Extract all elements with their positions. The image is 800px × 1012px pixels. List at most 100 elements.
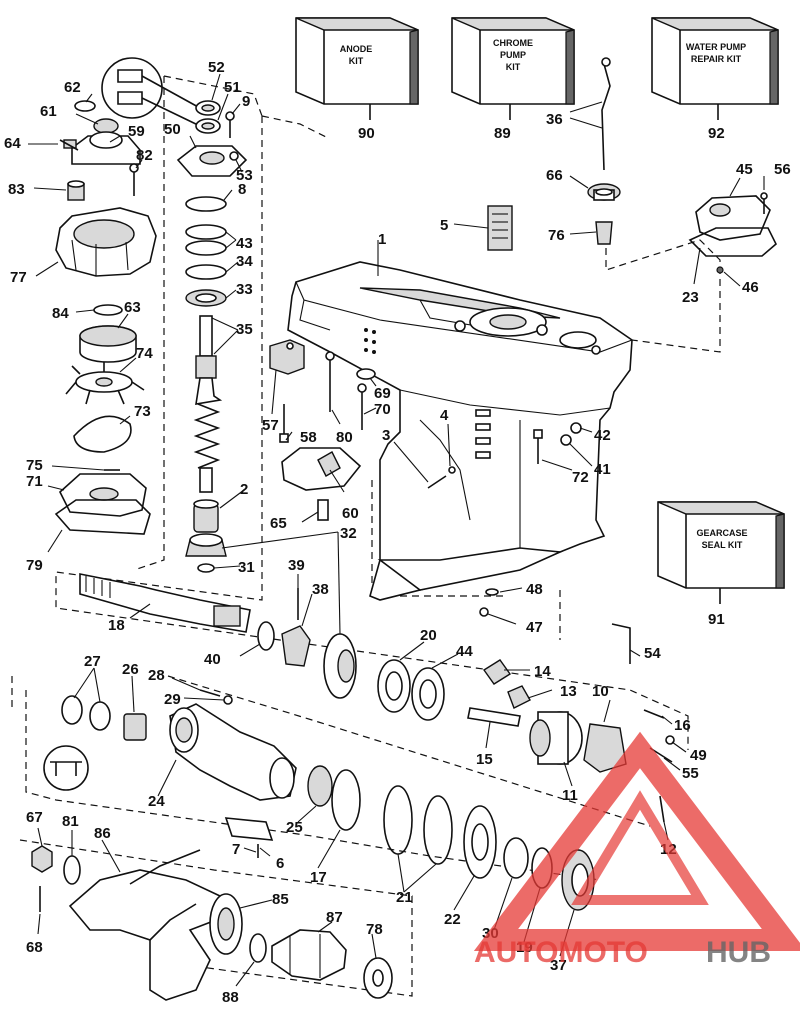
part-label-91: 91 — [708, 611, 725, 628]
part-label-8: 8 — [238, 181, 246, 198]
kit-anode-line2: KIT — [349, 56, 364, 66]
part-label-20: 20 — [420, 627, 437, 644]
part-label-59: 59 — [128, 123, 145, 140]
part-label-27: 27 — [84, 653, 101, 670]
watermark-text-hub: HUB — [706, 936, 771, 969]
kit-box-anode: ANODE KIT — [295, 17, 419, 105]
part-label-44: 44 — [456, 643, 473, 660]
center-parts — [269, 205, 582, 617]
part-label-66: 66 — [546, 167, 563, 184]
kit-chrome-line1: CHROME — [493, 38, 533, 48]
part-label-58: 58 — [300, 429, 317, 446]
part-label-15: 15 — [476, 751, 493, 768]
part-label-74: 74 — [136, 345, 153, 362]
part-label-78: 78 — [366, 921, 383, 938]
part-label-75: 75 — [26, 457, 43, 474]
part-label-26: 26 — [122, 661, 139, 678]
part-label-42: 42 — [594, 427, 611, 444]
part-label-51: 51 — [224, 79, 241, 96]
part-label-56: 56 — [774, 161, 791, 178]
part-label-32: 32 — [340, 525, 357, 542]
part-label-39: 39 — [288, 557, 305, 574]
part-label-31: 31 — [238, 559, 255, 576]
kit-box-chrome-pump: CHROME PUMP KIT — [451, 17, 575, 105]
part-label-67: 67 — [26, 809, 43, 826]
part-label-77: 77 — [10, 269, 27, 286]
part-label-9: 9 — [242, 93, 250, 110]
part-label-70: 70 — [374, 401, 391, 418]
part-label-11: 11 — [562, 787, 578, 804]
leader-lines — [28, 73, 765, 987]
part-label-23: 23 — [682, 289, 699, 306]
part-label-53: 53 — [236, 167, 253, 184]
assembly-outlines — [11, 75, 721, 997]
part-label-17: 17 — [310, 869, 327, 886]
part-label-46: 46 — [742, 279, 759, 296]
kit-box-gearcase-seal: GEARCASE SEAL KIT — [657, 501, 785, 589]
gearcase-housing — [287, 261, 633, 601]
part-label-62: 62 — [64, 79, 81, 96]
part-label-2: 2 — [240, 481, 248, 498]
watermark-text-automoto: AUTOMOTO — [474, 936, 648, 969]
kit-chrome-line2: PUMP — [500, 50, 526, 60]
part-label-33: 33 — [236, 281, 253, 298]
part-label-50: 50 — [164, 121, 181, 138]
part-label-3: 3 — [382, 427, 390, 444]
part-label-65: 65 — [270, 515, 287, 532]
part-label-49: 49 — [690, 747, 707, 764]
part-label-13: 13 — [560, 683, 577, 700]
part-label-43: 43 — [236, 235, 253, 252]
part-label-60: 60 — [342, 505, 359, 522]
automotohub-watermark: AUTOMOTO HUB — [473, 731, 800, 969]
part-label-10: 10 — [592, 683, 609, 700]
part-label-92: 92 — [708, 125, 725, 142]
part-label-79: 79 — [26, 557, 43, 574]
part-label-47: 47 — [526, 619, 543, 636]
part-label-55: 55 — [682, 765, 699, 782]
part-label-88: 88 — [222, 989, 239, 1006]
part-label-37: 37 — [550, 957, 567, 974]
part-label-84: 84 — [52, 305, 69, 322]
part-label-45: 45 — [736, 161, 753, 178]
part-label-54: 54 — [644, 645, 661, 662]
part-label-22: 22 — [444, 911, 461, 928]
part-label-14: 14 — [534, 663, 551, 680]
part-label-64: 64 — [4, 135, 21, 152]
kit-gearcase-line1: GEARCASE — [696, 528, 747, 538]
part-label-6: 6 — [276, 855, 284, 872]
part-label-76: 76 — [548, 227, 565, 244]
part-label-41: 41 — [594, 461, 611, 478]
part-label-87: 87 — [326, 909, 343, 926]
part-label-35: 35 — [236, 321, 253, 338]
part-label-86: 86 — [94, 825, 111, 842]
part-label-48: 48 — [526, 581, 543, 598]
part-label-85: 85 — [272, 891, 289, 908]
part-label-72: 72 — [572, 469, 589, 486]
part-label-16: 16 — [674, 717, 691, 734]
kit-box-water-pump-repair: WATER PUMP REPAIR KIT — [651, 17, 779, 105]
kit-chrome-line3: KIT — [506, 62, 521, 72]
part-label-71: 71 — [26, 473, 43, 490]
top-right-parts — [587, 57, 777, 274]
part-label-21: 21 — [396, 889, 413, 906]
part-label-24: 24 — [148, 793, 165, 810]
part-label-69: 69 — [374, 385, 391, 402]
part-label-83: 83 — [8, 181, 25, 198]
part-label-40: 40 — [204, 651, 221, 668]
part-label-5: 5 — [440, 217, 448, 234]
part-label-1: 1 — [378, 231, 386, 248]
kit-gearcase-line2: SEAL KIT — [702, 540, 743, 550]
part-label-28: 28 — [148, 667, 165, 684]
part-label-36: 36 — [546, 111, 563, 128]
part-label-38: 38 — [312, 581, 329, 598]
part-label-73: 73 — [134, 403, 151, 420]
propshaft-assembly — [79, 573, 675, 823]
part-label-68: 68 — [26, 939, 43, 956]
part-label-89: 89 — [494, 125, 511, 142]
part-label-61: 61 — [40, 103, 57, 120]
part-label-7: 7 — [232, 841, 240, 858]
part-label-4: 4 — [440, 407, 449, 424]
seal-detail-inset-27 — [43, 745, 89, 791]
part-label-25: 25 — [286, 819, 303, 836]
